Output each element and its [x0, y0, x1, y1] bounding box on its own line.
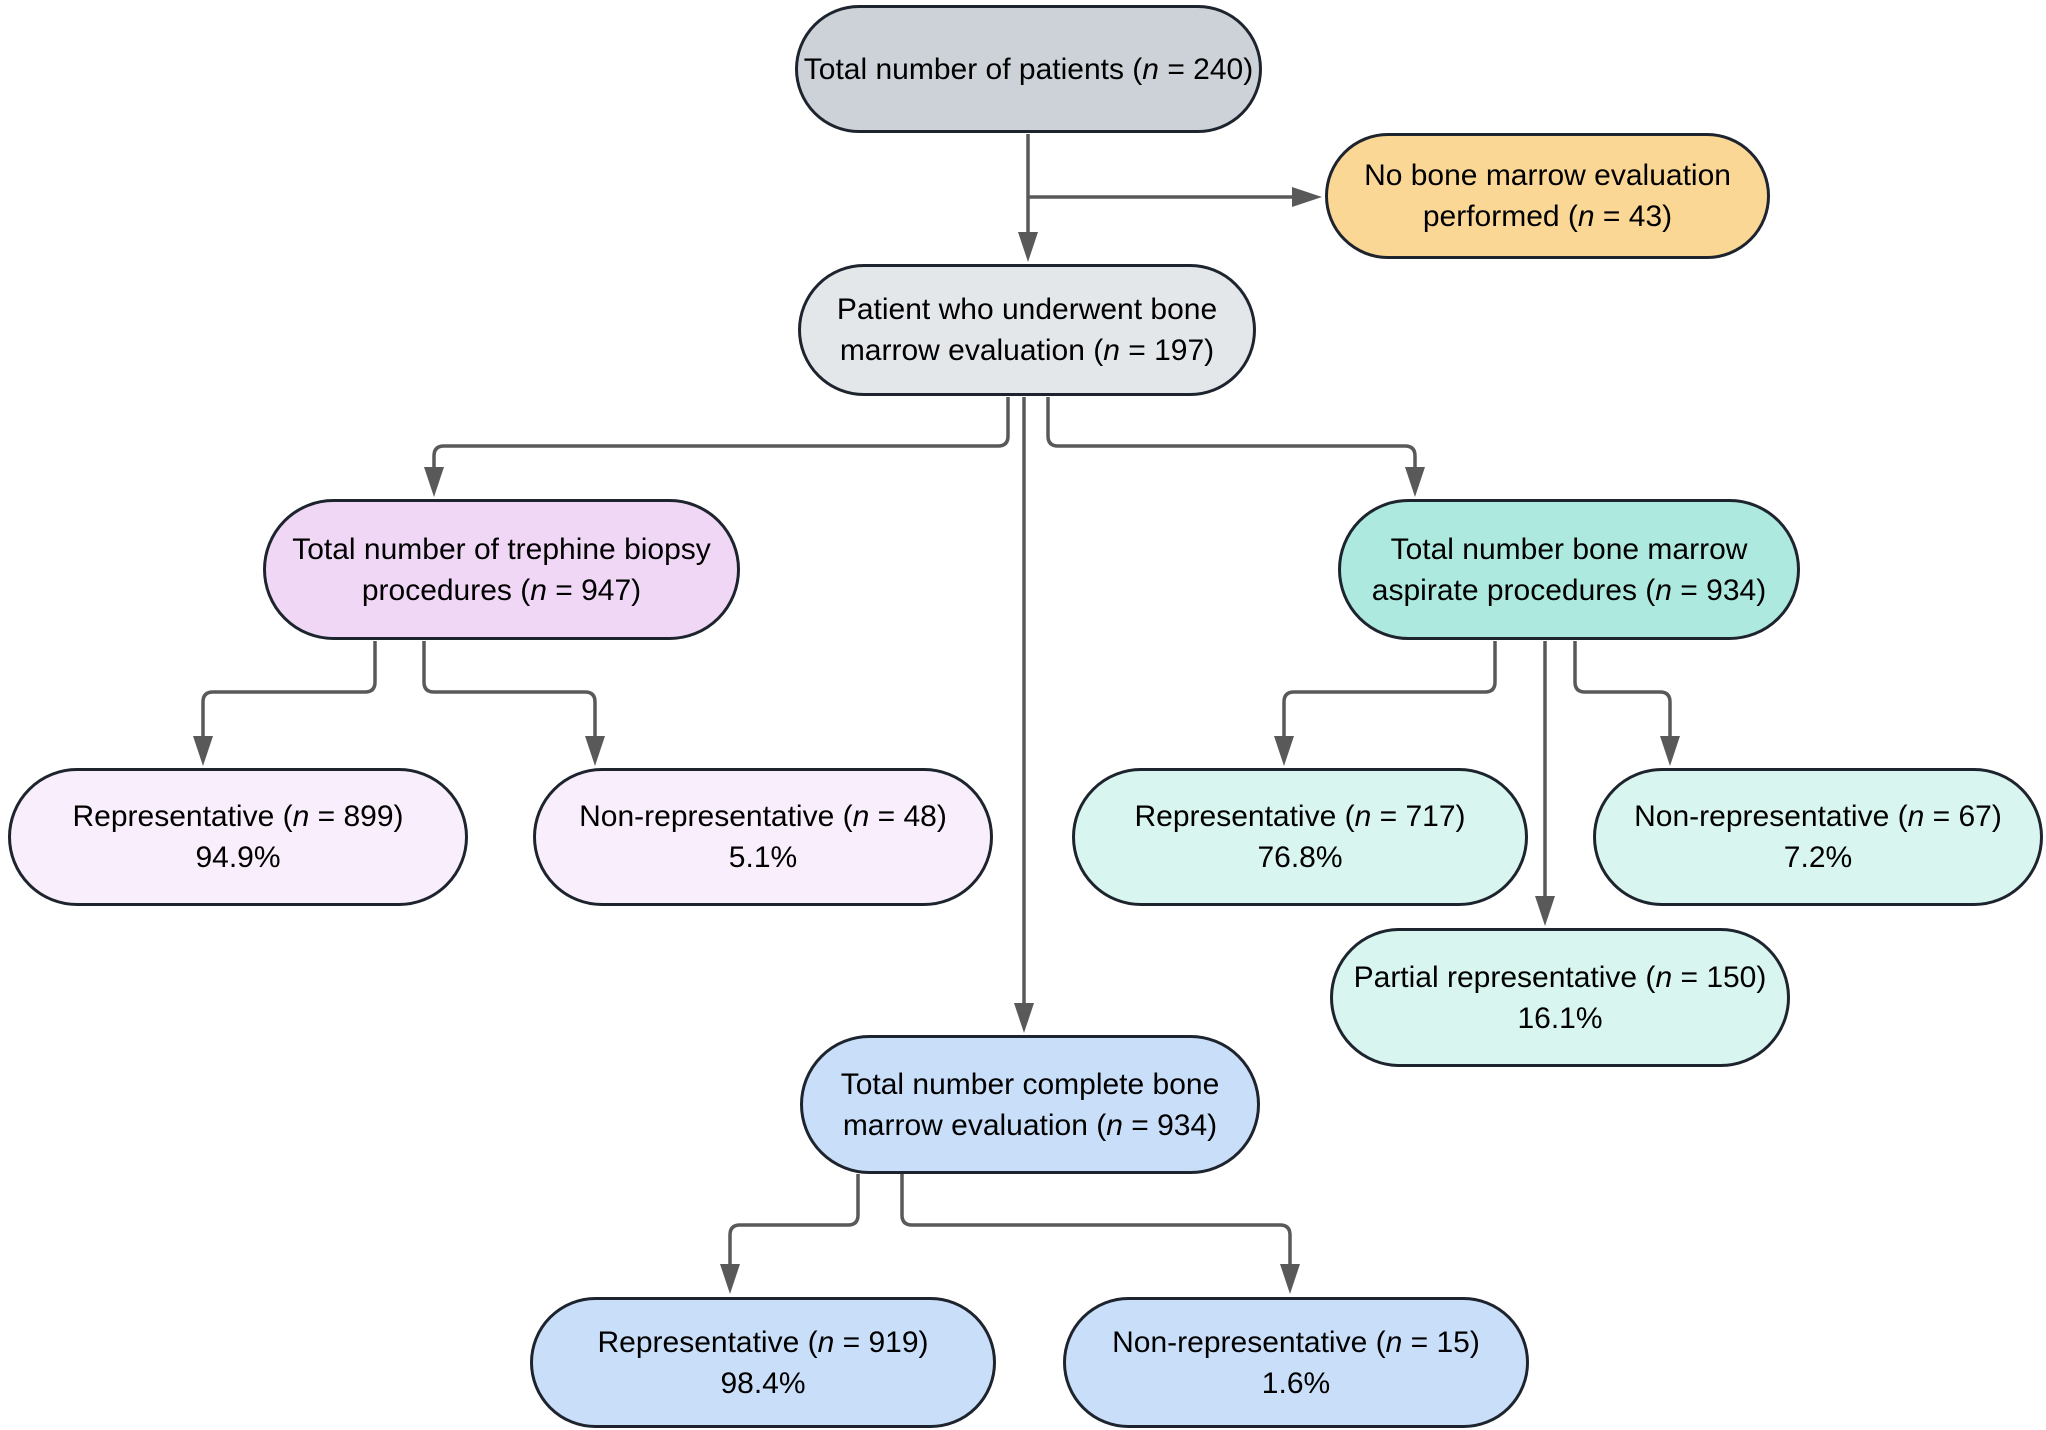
- node-complete-bme-total-line2: marrow evaluation (n = 934): [842, 1108, 1218, 1142]
- node-aspirate-representative-pct: 76.8%: [1257, 841, 1343, 874]
- node-aspirate-total: Total number bone marrow aspirate proced…: [1338, 499, 1800, 640]
- node-aspirate-partial-representative-line1: Partial representative (n = 150): [1353, 960, 1767, 994]
- node-trephine-non-representative: Non-representative (n = 48) 5.1%: [533, 768, 993, 906]
- edge-complete-to-representative: [720, 1174, 860, 1294]
- edge-complete-to-non-representative: [900, 1174, 1300, 1294]
- node-trephine-representative: Representative (n = 899) 94.9%: [8, 768, 468, 906]
- node-trephine-total: Total number of trephine biopsy procedur…: [263, 499, 740, 640]
- node-complete-non-representative-line1: Non-representative (n = 15): [1112, 1325, 1480, 1359]
- node-complete-non-representative-pct: 1.6%: [1261, 1366, 1331, 1400]
- node-aspirate-non-representative-line1: Non-representative (n = 67): [1634, 800, 2002, 833]
- edge-trephine-to-representative: [193, 641, 377, 766]
- edge-aspirate-to-representative: [1274, 641, 1497, 766]
- node-aspirate-total-line2: aspirate procedures (n = 934): [1371, 573, 1767, 607]
- edge-underwent-to-aspirate: [1046, 397, 1425, 497]
- node-trephine-non-representative-line1: Non-representative (n = 48): [579, 800, 947, 833]
- edge-trephine-to-non-representative: [422, 641, 605, 766]
- node-trephine-representative-pct: 94.9%: [195, 841, 281, 874]
- node-trephine-total-line1: Total number of trephine biopsy: [292, 532, 711, 566]
- node-no-bme-performed: No bone marrow evaluation performed (n =…: [1325, 133, 1770, 259]
- edge-underwent-to-complete: [1014, 397, 1034, 1033]
- edge-underwent-to-trephine: [424, 397, 1010, 497]
- node-trephine-representative-line1: Representative (n = 899): [72, 800, 404, 833]
- node-complete-non-representative: Non-representative (n = 15) 1.6%: [1063, 1297, 1529, 1428]
- node-underwent-bme: Patient who underwent bone marrow evalua…: [798, 264, 1256, 396]
- node-no-bme-performed-line2: performed (n = 43): [1422, 200, 1673, 233]
- node-total-patients: Total number of patients (n = 240): [795, 5, 1262, 133]
- node-complete-bme-total: Total number complete bone marrow evalua…: [800, 1035, 1260, 1174]
- edge-total-to-no-bme: [1028, 187, 1322, 207]
- node-aspirate-representative-line1: Representative (n = 717): [1134, 800, 1466, 833]
- node-aspirate-partial-representative-pct: 16.1%: [1517, 1001, 1603, 1035]
- edge-total-to-underwent: [1018, 134, 1038, 262]
- node-underwent-bme-line1: Patient who underwent bone: [836, 293, 1218, 326]
- node-trephine-non-representative-pct: 5.1%: [728, 841, 798, 874]
- node-total-patients-label: Total number of patients (n = 240): [803, 52, 1254, 86]
- edge-aspirate-to-partial: [1535, 641, 1555, 926]
- node-trephine-total-line2: procedures (n = 947): [361, 573, 642, 607]
- node-complete-bme-total-line1: Total number complete bone: [840, 1067, 1220, 1101]
- node-complete-representative-pct: 98.4%: [720, 1366, 806, 1400]
- node-no-bme-performed-line1: No bone marrow evaluation: [1364, 159, 1731, 192]
- node-aspirate-representative: Representative (n = 717) 76.8%: [1072, 768, 1528, 906]
- node-underwent-bme-line2: marrow evaluation (n = 197): [839, 334, 1215, 367]
- node-aspirate-non-representative: Non-representative (n = 67) 7.2%: [1593, 768, 2043, 906]
- edge-aspirate-to-non-representative: [1573, 641, 1680, 766]
- node-aspirate-non-representative-pct: 7.2%: [1783, 841, 1853, 874]
- node-aspirate-partial-representative: Partial representative (n = 150) 16.1%: [1330, 928, 1790, 1067]
- node-aspirate-total-line1: Total number bone marrow: [1390, 532, 1748, 566]
- node-complete-representative-line1: Representative (n = 919): [597, 1325, 929, 1359]
- node-complete-representative: Representative (n = 919) 98.4%: [530, 1297, 996, 1428]
